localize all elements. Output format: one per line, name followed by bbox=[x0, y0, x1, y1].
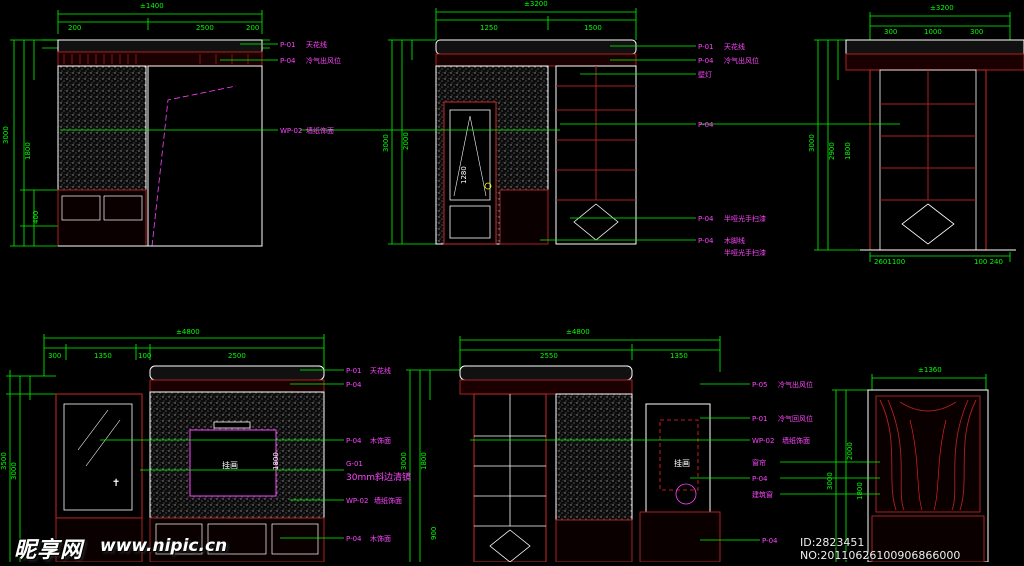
dim-top-5: ±4800 bbox=[566, 328, 590, 336]
side-dim-2b: 2000 bbox=[402, 132, 410, 150]
dim-top-1: ±1400 bbox=[140, 2, 164, 10]
dim-sub-2a: 1250 bbox=[480, 24, 498, 32]
painting-label-5: 挂画 bbox=[674, 458, 690, 468]
callout-text-5c: 墙纸饰面 bbox=[782, 436, 810, 445]
callout-tag-2d: P-04 bbox=[698, 121, 714, 129]
callout-text-5a: 冷气出风位 bbox=[778, 380, 813, 389]
elevation-panel-2 bbox=[300, 8, 696, 245]
callout-text-4e: 墙纸饰面 bbox=[374, 496, 402, 505]
dim-sub-3a: 300 bbox=[884, 28, 897, 36]
side-dim-3c: 1800 bbox=[844, 142, 852, 160]
callout-text-2c: 壁灯 bbox=[698, 70, 712, 79]
elevation-panel-1 bbox=[10, 10, 278, 247]
dim-sub-3c: 300 bbox=[970, 28, 983, 36]
watermark-id: ID:2823451 NO:20110626100906866000 bbox=[800, 536, 961, 562]
dim-sub-1b: 2500 bbox=[196, 24, 214, 32]
dim-bottom-3b: 100 240 bbox=[974, 258, 1003, 266]
dim-sub-5b: 1350 bbox=[670, 352, 688, 360]
dim-sub-4d: 2500 bbox=[228, 352, 246, 360]
callout-text-2e: 半哑光手扫漆 bbox=[724, 214, 766, 223]
callout-tag-2b: P-04 bbox=[698, 57, 714, 65]
elevation-panel-5 bbox=[406, 336, 760, 563]
dim-sub-5a: 2550 bbox=[540, 352, 558, 360]
side-dim-6b: 2000 bbox=[846, 442, 854, 460]
callout-tag-5e: P-04 bbox=[752, 475, 768, 483]
callout-text-1a: 天花线 bbox=[306, 40, 327, 49]
dim-top-3: ±3200 bbox=[930, 4, 954, 12]
side-dim-6c: 1800 bbox=[856, 482, 864, 500]
dim-sub-3b: 1000 bbox=[924, 28, 942, 36]
callout-tag-5c: WP-02 bbox=[752, 437, 774, 445]
side-dim-4b: 3000 bbox=[10, 462, 18, 480]
side-dim-5c: 900 bbox=[430, 527, 438, 540]
side-dim-3b: 2900 bbox=[828, 142, 836, 160]
callout-tag-1b: P-04 bbox=[280, 57, 296, 65]
elevation-panel-6 bbox=[780, 374, 989, 563]
side-dim-5b: 1800 bbox=[420, 452, 428, 470]
watermark-logo: 昵享网 bbox=[14, 538, 84, 563]
annotation-texts: ±1400 200 2500 200 P-01 天花线 P-04 冷气出风位 W… bbox=[0, 0, 1003, 545]
watermark-url[interactable]: www.nipic.cn bbox=[100, 536, 228, 556]
dim-sub-1a: 200 bbox=[68, 24, 81, 32]
callout-text-4a: 天花线 bbox=[370, 366, 391, 375]
callout-text-4d: 30mm斜边清镜 bbox=[346, 471, 411, 483]
side-dim-6a: 3000 bbox=[826, 472, 834, 490]
dim-sub-1c: 200 bbox=[246, 24, 259, 32]
dim-sub-4a: 300 bbox=[48, 352, 61, 360]
side-dim-1c: 400 bbox=[32, 211, 40, 224]
painting-dim-4: 1800 bbox=[272, 452, 280, 470]
elevation-panel-3 bbox=[700, 12, 1024, 262]
callout-tag-4a: P-01 bbox=[346, 367, 362, 375]
callout-tag-1a: P-01 bbox=[280, 41, 296, 49]
dim-sub-2b: 1500 bbox=[584, 24, 602, 32]
callout-text-4c: 木饰面 bbox=[370, 436, 391, 445]
painting-label-4: 挂画 bbox=[222, 460, 238, 470]
callout-tag-1c: WP-02 bbox=[280, 127, 302, 135]
side-dim-5a: 3000 bbox=[400, 452, 408, 470]
svg-text:✝: ✝ bbox=[112, 478, 120, 489]
callout-text-5b: 冷气回风位 bbox=[778, 414, 813, 423]
callout-tag-4f: P-04 bbox=[346, 535, 362, 543]
callout-text-1b: 冷气出风位 bbox=[306, 56, 341, 65]
callout-text-4f: 木饰面 bbox=[370, 534, 391, 543]
dim-top-6: ±1360 bbox=[918, 366, 942, 374]
dim-sub-4b: 1350 bbox=[94, 352, 112, 360]
callout-tag-5b: P-01 bbox=[752, 415, 768, 423]
callout-tag-4c: P-04 bbox=[346, 437, 362, 445]
callout-tag-2f: P-04 bbox=[698, 237, 714, 245]
side-dim-1a: 3000 bbox=[2, 126, 10, 144]
side-dim-4a: 3500 bbox=[0, 452, 8, 470]
callout-tag-4d: G-01 bbox=[346, 460, 363, 468]
side-dim-2a: 3000 bbox=[382, 134, 390, 152]
callout-text-2f: 木脚线 bbox=[724, 236, 745, 245]
callout-text-2b: 冷气出风位 bbox=[724, 56, 759, 65]
callout-tag-5a: P-05 bbox=[752, 381, 768, 389]
callout-tag-2a: P-01 bbox=[698, 43, 714, 51]
callout-text-2g: 半哑光手扫漆 bbox=[724, 248, 766, 257]
elevation-panel-4: ✝ bbox=[6, 334, 344, 563]
dim-top-2: ±3200 bbox=[524, 0, 548, 8]
callout-text-5d: 窗帘 bbox=[752, 458, 766, 467]
callout-text-5f: 建筑窗 bbox=[752, 490, 773, 499]
callout-text-2a: 天花线 bbox=[724, 42, 745, 51]
dim-top-4: ±4800 bbox=[176, 328, 200, 336]
callout-tag-4b: P-04 bbox=[346, 381, 362, 389]
door-dim-2: 1280 bbox=[460, 166, 468, 184]
side-dim-1b: 1800 bbox=[24, 142, 32, 160]
side-dim-3a: 3000 bbox=[808, 134, 816, 152]
dim-sub-4c: 100 bbox=[138, 352, 151, 360]
callout-tag-5g: P-04 bbox=[762, 537, 778, 545]
callout-tag-2e: P-04 bbox=[698, 215, 714, 223]
callout-text-1c: 墙纸饰面 bbox=[306, 126, 334, 135]
callout-tag-4e: WP-02 bbox=[346, 497, 368, 505]
dim-bottom-3a: 2601100 bbox=[874, 258, 905, 266]
